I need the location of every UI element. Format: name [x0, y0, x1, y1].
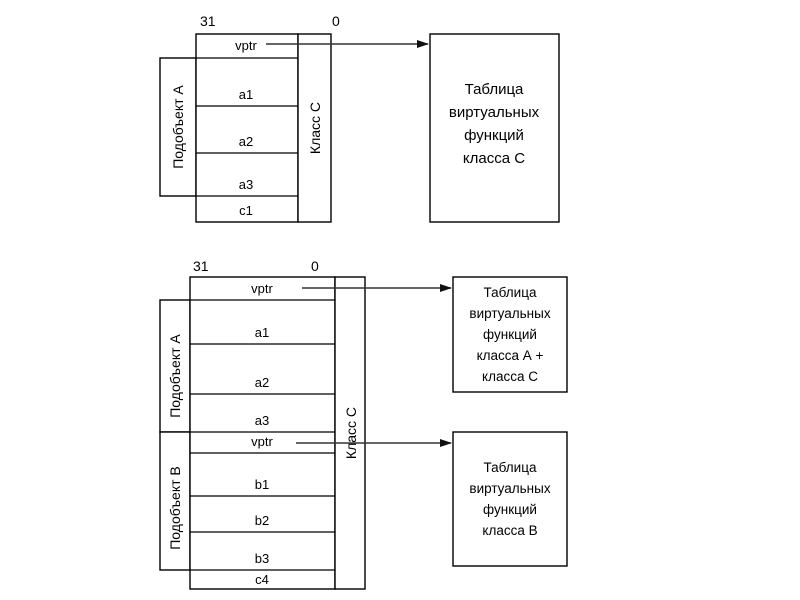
class-c-bracket — [334, 276, 366, 590]
subobject-a-label: Подобъект А — [167, 334, 183, 418]
vtable-ac-line-5: класса С — [482, 369, 538, 384]
diagram-2: 31 0 Подобъект А Подобъект В vptr a1 a2 … — [159, 258, 568, 590]
vtable-b-line-3: функций — [483, 502, 537, 517]
bit-31-label: 31 — [200, 13, 216, 29]
subobject-a-bracket — [159, 57, 197, 197]
field-a3: a3 — [239, 177, 253, 192]
vtable-class-c — [429, 33, 560, 223]
class-c-bracket — [297, 33, 332, 223]
subobject-b-label: Подобъект В — [167, 466, 183, 550]
subobject-a-label: Подобъект А — [170, 85, 186, 169]
vtable-class-b — [452, 431, 568, 567]
vtable-c-line-1: Таблица — [465, 81, 524, 98]
field-a2: a2 — [255, 375, 269, 390]
vtable-ac-line-3: функций — [483, 327, 537, 342]
subobject-b-bracket — [159, 431, 191, 571]
vtable-c-line-3: функций — [464, 127, 524, 144]
vtable-ac-line-1: Таблица — [484, 285, 537, 300]
class-c-label: Класс С — [307, 102, 323, 154]
class-c-label: Класс С — [343, 407, 359, 459]
diagram-1: 31 0 Подобъект А vptr a1 a2 a3 c1 Класс … — [159, 13, 560, 223]
vtable-b-line-4: класса В — [482, 523, 537, 538]
field-b1: b1 — [255, 477, 269, 492]
field-vptr-a: vptr — [251, 281, 273, 296]
vtable-ac-line-4: класса А + — [477, 348, 544, 363]
vtable-class-a-c — [452, 276, 568, 393]
vtable-b-line-2: виртуальных — [469, 481, 550, 496]
vtable-ac-line-2: виртуальных — [469, 306, 550, 321]
field-a2: a2 — [239, 134, 253, 149]
memory-column — [195, 33, 299, 223]
field-vptr-b: vptr — [251, 434, 273, 449]
field-b3: b3 — [255, 551, 269, 566]
bit-31-label: 31 — [193, 258, 209, 274]
field-c4: c4 — [255, 572, 269, 587]
field-vptr: vptr — [235, 38, 257, 53]
field-a3: a3 — [255, 413, 269, 428]
field-b2: b2 — [255, 513, 269, 528]
field-c1: c1 — [239, 203, 253, 218]
vtable-c-line-4: класса С — [463, 150, 525, 167]
vtable-b-line-1: Таблица — [484, 460, 537, 475]
memory-column — [189, 276, 336, 590]
bit-0-label: 0 — [311, 258, 319, 274]
bit-0-label: 0 — [332, 13, 340, 29]
vtable-c-line-2: виртуальных — [449, 104, 540, 121]
field-a1: a1 — [255, 325, 269, 340]
field-a1: a1 — [239, 87, 253, 102]
